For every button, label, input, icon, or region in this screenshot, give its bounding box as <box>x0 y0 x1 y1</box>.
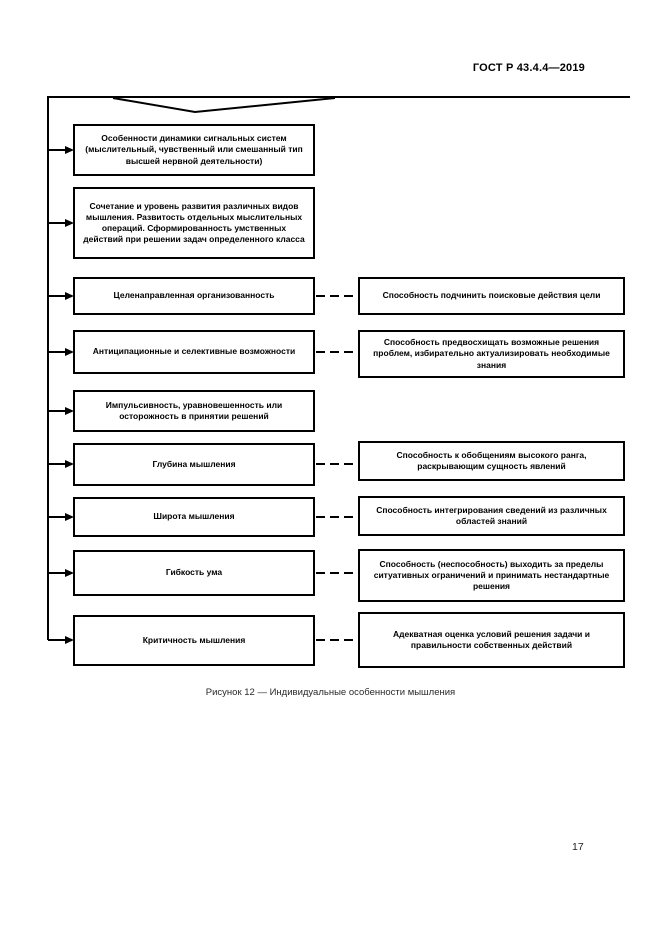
left-box-thinking-development: Сочетание и уровень развития различных в… <box>73 187 315 259</box>
left-box-signal-systems: Особенности динамики сигнальных систем (… <box>73 124 315 176</box>
left-box-breadth: Широта мышления <box>73 497 315 537</box>
document-header: ГОСТ Р 43.4.4—2019 <box>472 62 585 74</box>
right-box-anticipate-solutions: Способность предвосхищать возможные реше… <box>358 330 625 378</box>
right-box-adequate-assessment: Адекватная оценка условий решения задачи… <box>358 612 625 668</box>
left-box-impulsiveness: Импульсивность, уравновешенность или ост… <box>73 390 315 432</box>
right-box-integration: Способность интегрирования сведений из р… <box>358 496 625 536</box>
figure-caption: Рисунок 12 — Индивидуальные особенности … <box>205 687 456 698</box>
left-box-depth: Глубина мышления <box>73 443 315 486</box>
right-box-subordinate-search: Способность подчинить поисковые действия… <box>358 277 625 315</box>
page-number: 17 <box>572 841 584 853</box>
left-box-anticipation: Антиципационные и селективные возможност… <box>73 330 315 374</box>
left-box-criticality: Критичность мышления <box>73 615 315 666</box>
right-box-nonstandard-decisions: Способность (неспособность) выходить за … <box>358 549 625 602</box>
left-box-flexibility: Гибкость ума <box>73 550 315 596</box>
right-box-generalizations: Способность к обобщениям высокого ранга,… <box>358 441 625 481</box>
page-break-notch <box>112 97 336 114</box>
dashed-connector-lines <box>316 295 357 641</box>
left-box-organization: Целенаправленная организованность <box>73 277 315 315</box>
